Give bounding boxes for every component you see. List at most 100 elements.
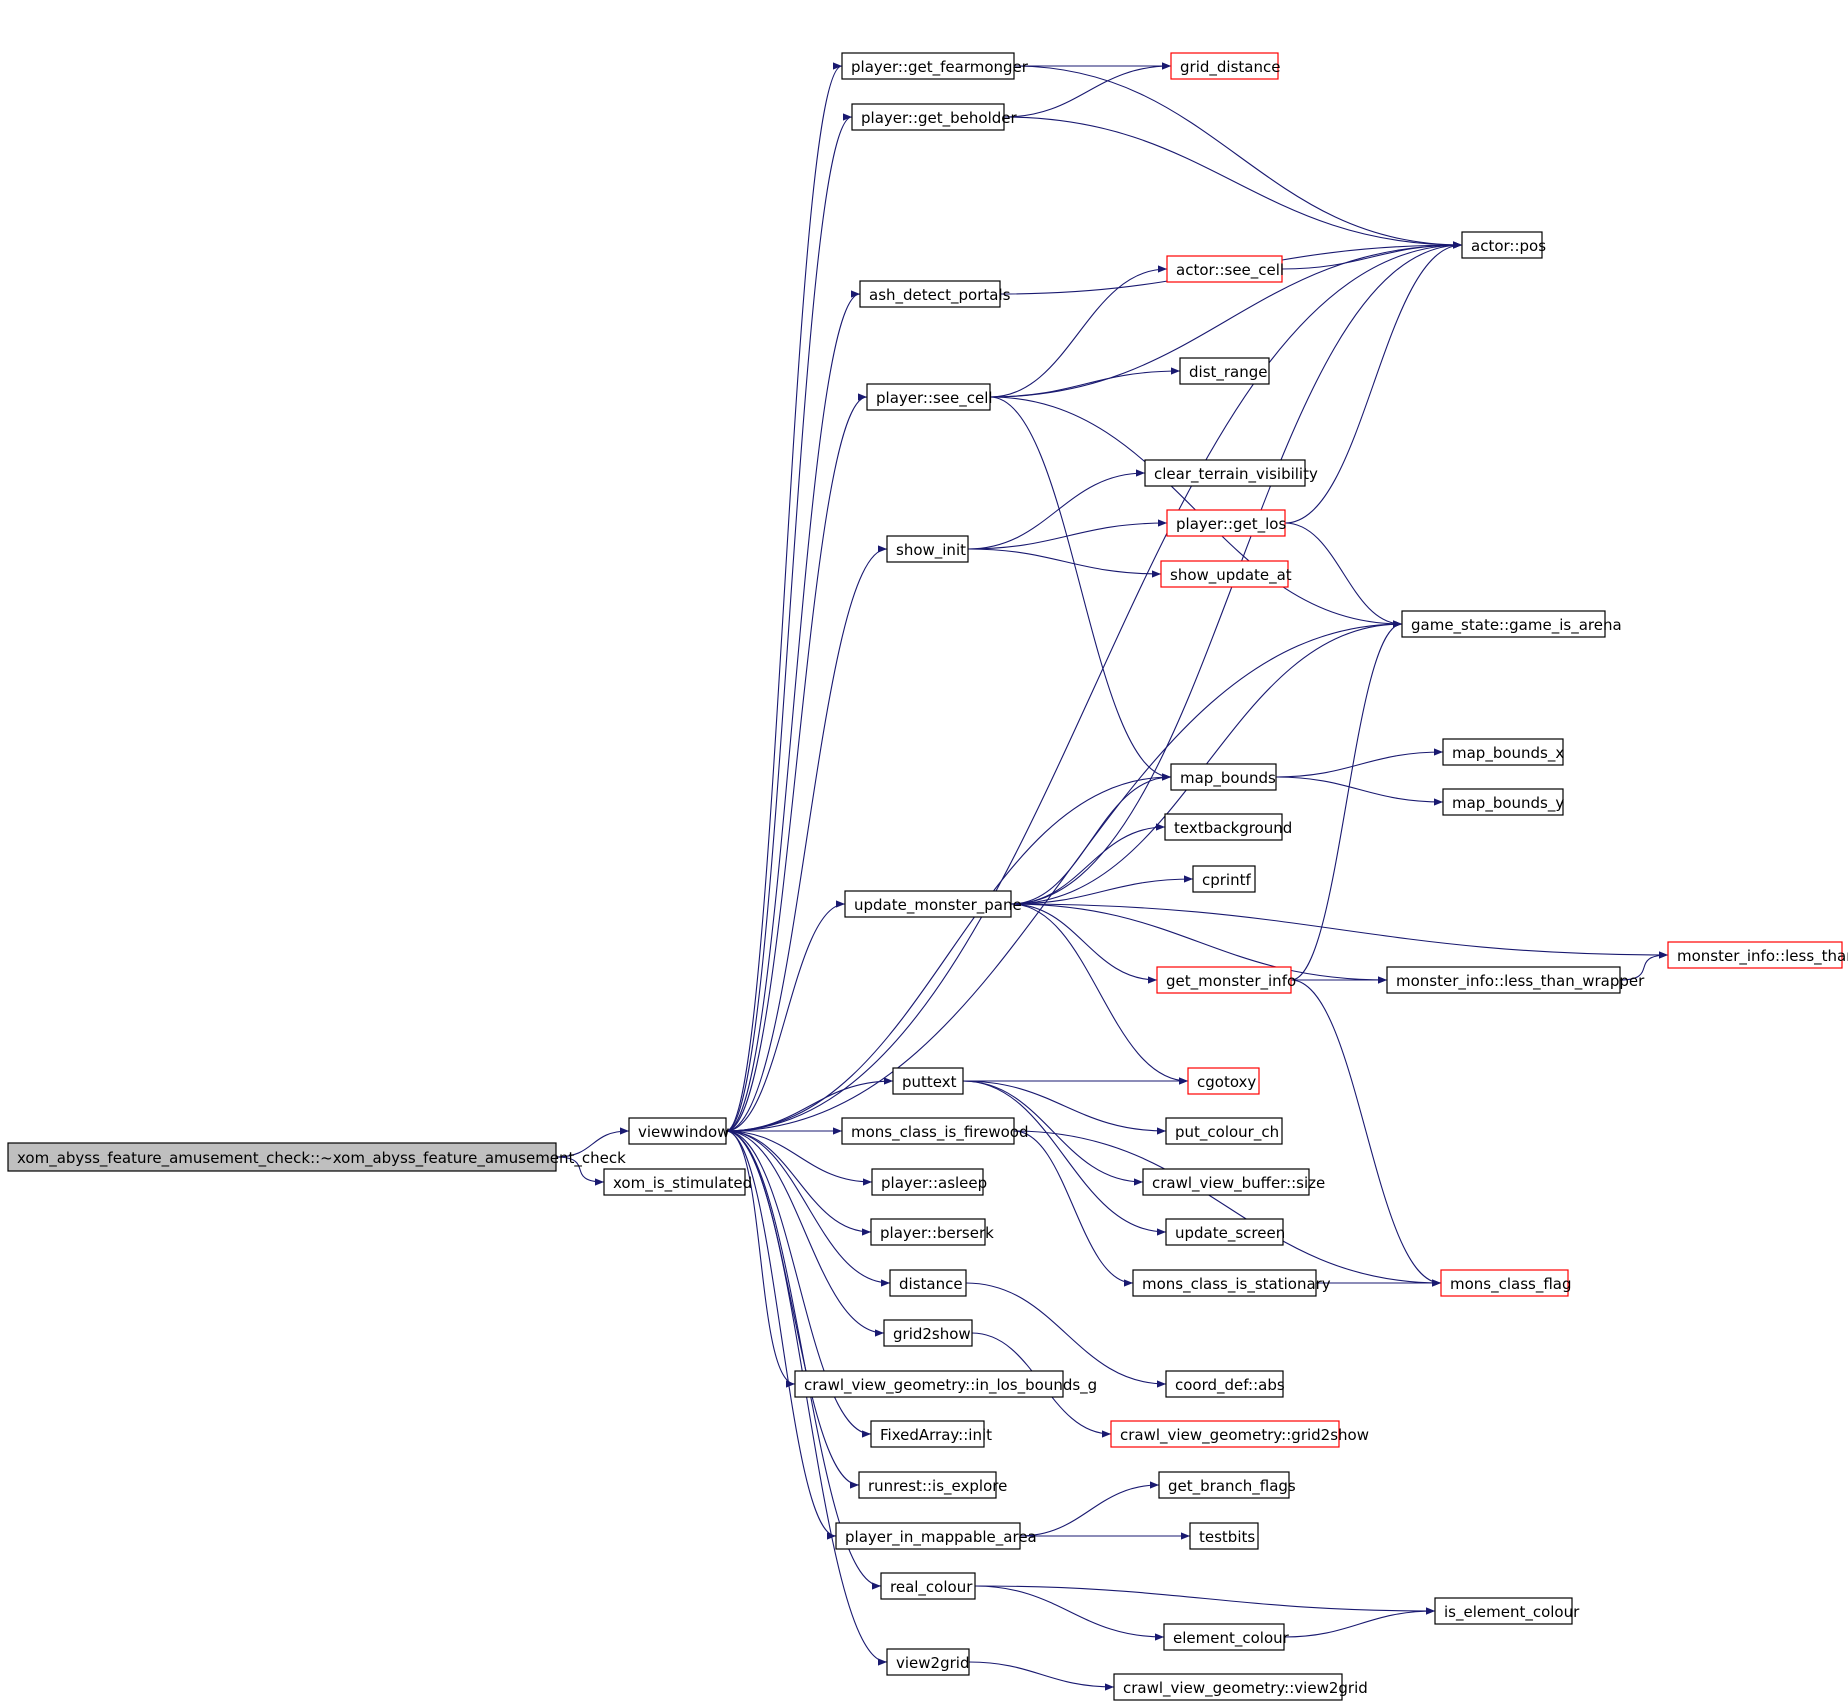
node-label: crawl_view_geometry::in_los_bounds_g [804,1376,1097,1395]
edge-get_fearmonger-to-actor_pos [1013,65,1463,249]
edge-show_init-to-get_los [967,519,1168,550]
node-real-colour[interactable]: real_colour [880,1572,976,1600]
node-crawl-view-buffer-size[interactable]: crawl_view_buffer::size [1142,1168,1325,1196]
node-ash-detect-portals[interactable]: ash_detect_portals [859,280,1011,308]
node-map-bounds-x[interactable]: map_bounds_x [1442,738,1564,766]
node-label: monster_info::less_than [1677,947,1848,966]
node-testbits[interactable]: testbits [1189,1522,1259,1550]
node-player-see-cell[interactable]: player::see_cell [866,383,993,411]
node-get-los[interactable]: player::get_los [1166,509,1286,537]
node-label: clear_terrain_visibility [1154,465,1318,484]
node-show-init[interactable]: show_init [886,535,969,563]
node-cprintf[interactable]: cprintf [1192,865,1256,893]
node-box [886,1648,970,1676]
edge-update_monster_pane-to-less_than_wrapper [1010,903,1388,984]
node-box [1187,1067,1260,1095]
edge-map_bounds-to-map_bounds_y [1275,776,1444,806]
node-dist-range[interactable]: dist_range [1179,357,1270,385]
node-label: show_init [896,541,966,560]
node-mons-class-is-firewood[interactable]: mons_class_is_firewood [841,1117,1029,1145]
node-cvg-view2grid[interactable]: crawl_view_geometry::view2grid [1113,1673,1368,1701]
node-box [886,535,969,563]
node-box [870,1218,986,1246]
node-map-bounds-y[interactable]: map_bounds_y [1442,788,1564,816]
node-label: actor::see_cell [1176,261,1284,280]
node-get-beholder[interactable]: player::get_beholder [851,103,1017,131]
node-box [835,1522,1021,1550]
node-box [603,1168,746,1196]
edge-player_in_mappable_area-to-get_branch_flags [1019,1481,1160,1537]
node-grid-distance[interactable]: grid_distance [1170,52,1280,80]
node-element-colour[interactable]: element_colour [1163,1623,1290,1651]
node-update-monster-pane[interactable]: update_monster_pane [844,890,1022,918]
node-label: put_colour_ch [1175,1123,1279,1142]
node-textbackground[interactable]: textbackground [1164,813,1292,841]
node-game-is-arena[interactable]: game_state::game_is_arena [1401,610,1622,638]
node-label: mons_class_is_stationary [1142,1275,1331,1294]
node-box [1132,1269,1317,1297]
edge-viewwindow-to-update_monster_pane [725,900,846,1132]
edge-viewwindow-to-player_see_cell [725,393,868,1132]
node-monster-info-less-than[interactable]: monster_info::less_than [1667,941,1848,969]
node-label: distance [899,1275,963,1293]
node-player-berserk[interactable]: player::berserk [870,1218,994,1246]
node-box [1164,813,1283,841]
node-get-branch-flags[interactable]: get_branch_flags [1158,1471,1296,1499]
node-label: monster_info::less_than_wrapper [1396,972,1645,991]
node-label: crawl_view_buffer::size [1152,1174,1325,1193]
edge-map_bounds-to-map_bounds_x [1275,748,1444,778]
node-box [1434,1597,1573,1625]
node-fixedarray-init[interactable]: FixedArray::init [870,1420,992,1448]
node-get-monster-info[interactable]: get_monster_info [1156,966,1296,994]
node-in-los-bounds-g[interactable]: crawl_view_geometry::in_los_bounds_g [794,1370,1097,1398]
node-label: testbits [1199,1528,1255,1546]
node-less-than-wrapper[interactable]: monster_info::less_than_wrapper [1386,966,1645,994]
node-cgotoxy[interactable]: cgotoxy [1187,1067,1260,1095]
node-box [1166,255,1283,283]
node-actor-see-cell[interactable]: actor::see_cell [1166,255,1284,283]
node-player-in-mappable-area[interactable]: player_in_mappable_area [835,1522,1037,1550]
node-distance[interactable]: distance [889,1269,967,1297]
node-label: xom_abyss_feature_amusement_check::~xom_… [17,1149,626,1168]
node-player-asleep[interactable]: player::asleep [871,1168,987,1196]
node-update-screen[interactable]: update_screen [1165,1218,1285,1246]
node-viewwindow[interactable]: viewwindow [628,1117,729,1145]
node-box [851,103,1005,131]
edge-viewwindow-to-distance [725,1130,891,1287]
edge-viewwindow-to-get_beholder [725,113,853,1132]
node-label: mons_class_flag [1450,1275,1572,1294]
node-actor-pos[interactable]: actor::pos [1461,231,1546,259]
node-xom-is-stimulated[interactable]: xom_is_stimulated [603,1168,752,1196]
edge-viewwindow-to-puttext [725,1077,894,1132]
node-label: actor::pos [1471,237,1546,255]
node-coord-def-abs[interactable]: coord_def::abs [1165,1370,1285,1398]
node-map-bounds[interactable]: map_bounds [1170,763,1277,791]
node-show-update-at[interactable]: show_update_at [1160,560,1292,588]
node-box [1192,865,1256,893]
node-grid2show[interactable]: grid2show [883,1319,973,1347]
node-get-fearmonger[interactable]: player::get_fearmonger [841,52,1029,80]
edge-real_colour-to-is_element_colour [974,1585,1436,1615]
node-runrest-is-explore[interactable]: runrest::is_explore [858,1471,1007,1499]
node-cvg-grid2show[interactable]: crawl_view_geometry::grid2show [1110,1420,1369,1448]
node-mons-class-is-stationary[interactable]: mons_class_is_stationary [1132,1269,1331,1297]
edge-player_see_cell-to-actor_see_cell [989,265,1168,398]
node-box [1160,560,1289,588]
node-mons-class-flag[interactable]: mons_class_flag [1440,1269,1572,1297]
edge-mons_class_is_firewood-to-mons_class_is_stationary [1013,1130,1134,1287]
edge-show_init-to-clear_terrain_visibility [967,469,1146,550]
node-put-colour-ch[interactable]: put_colour_ch [1165,1117,1283,1145]
node-root[interactable]: xom_abyss_feature_amusement_check::~xom_… [7,1142,626,1172]
node-label: element_colour [1173,1629,1290,1648]
node-box [841,52,1015,80]
node-box [1158,1471,1290,1499]
node-clear-terrain-visibility[interactable]: clear_terrain_visibility [1144,459,1318,487]
node-box [880,1572,976,1600]
node-view2grid[interactable]: view2grid [886,1648,970,1676]
node-box [871,1168,984,1196]
node-label: crawl_view_geometry::view2grid [1123,1679,1368,1698]
node-puttext[interactable]: puttext [892,1067,964,1095]
edge-mons_class_is_firewood-to-mons_class_flag [1013,1130,1442,1287]
node-box [1442,738,1564,766]
node-is-element-colour[interactable]: is_element_colour [1434,1597,1580,1625]
